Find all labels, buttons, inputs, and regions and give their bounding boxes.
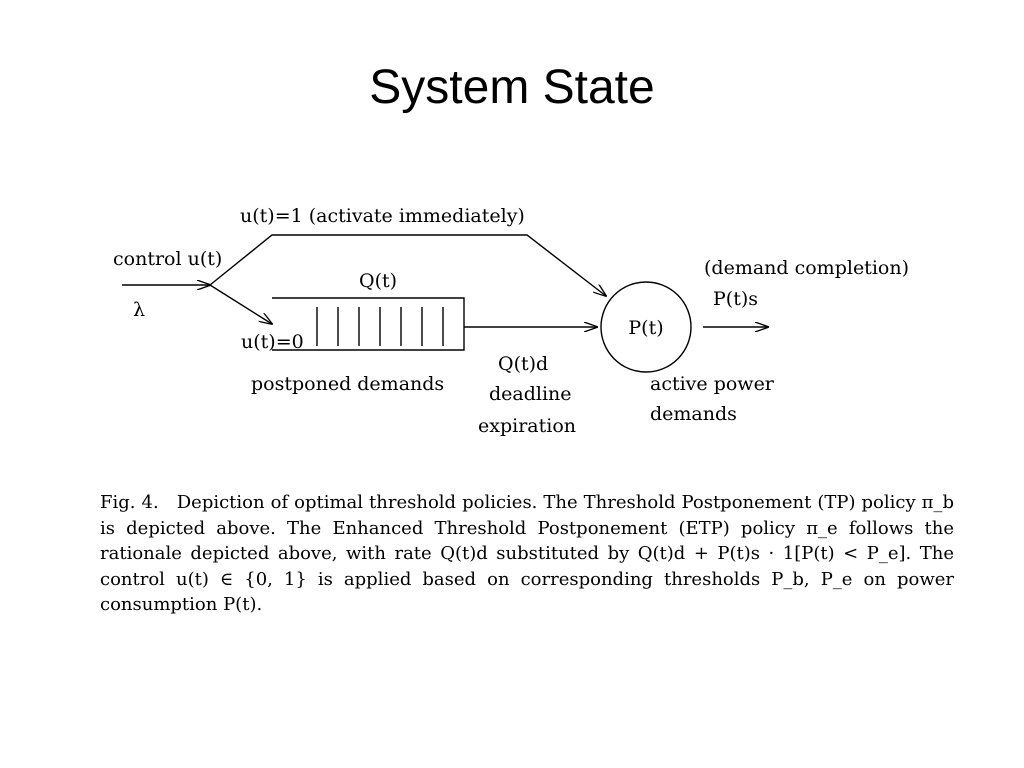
slide-title: System State (369, 61, 655, 114)
label-expiration: expiration (478, 415, 576, 437)
label-lambda: λ (133, 299, 145, 321)
figure-caption: Fig. 4. Depiction of optimal threshold p… (100, 490, 954, 618)
postpone-path (209, 284, 272, 324)
label-pts: P(t)s (713, 288, 758, 310)
label-completion: (demand completion) (704, 257, 909, 279)
caption-text: Depiction of optimal threshold policies.… (100, 492, 960, 615)
label-control: control u(t) (113, 248, 222, 270)
queue-slots (316, 307, 444, 346)
label-postponed: postponed demands (251, 373, 444, 395)
activate-immediately-path (209, 234, 606, 296)
label-u0: u(t)=0 (241, 331, 304, 353)
label-node: P(t) (628, 317, 663, 339)
active-power-node (600, 281, 692, 373)
label-queue: Q(t) (359, 270, 397, 292)
label-qtd: Q(t)d (498, 353, 548, 375)
label-active-1: active power (650, 373, 775, 395)
threshold-policy-diagram: control u(t) λ u(t)=1 (activate immediat… (113, 205, 909, 437)
label-deadline: deadline (489, 383, 572, 405)
label-active-2: demands (650, 403, 737, 425)
queue-box (272, 297, 465, 351)
label-u1: u(t)=1 (activate immediately) (240, 205, 525, 227)
caption-fig-label: Fig. 4. (100, 492, 159, 513)
